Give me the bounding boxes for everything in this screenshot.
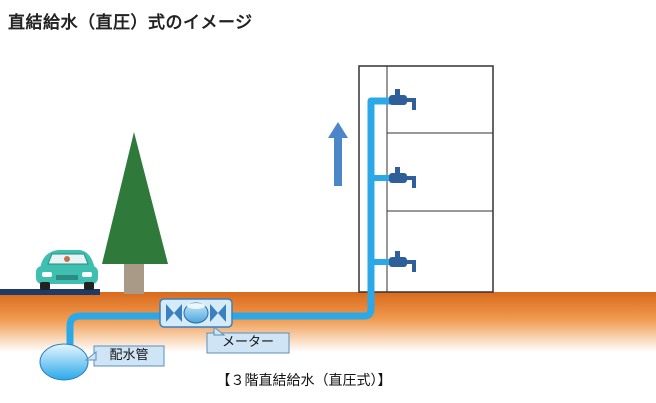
ground <box>0 292 656 352</box>
water-meter-icon <box>159 298 233 328</box>
tree-icon <box>102 132 168 294</box>
car-icon <box>36 250 98 290</box>
diagram-title: 直結給水（直圧）式のイメージ <box>8 13 253 33</box>
road <box>0 289 100 295</box>
up-arrow-icon <box>328 122 348 186</box>
water-pipe <box>66 97 391 348</box>
meter-label: メーター <box>221 335 274 350</box>
faucet-icon <box>389 167 416 188</box>
faucet-icon <box>389 89 416 110</box>
faucet-icon <box>389 251 416 272</box>
diagram-caption: 【３階直結給水（直圧式）】 <box>216 373 392 389</box>
water-main-callout <box>84 345 165 367</box>
water-main-icon <box>39 343 89 381</box>
water-main-label: 配水管 <box>109 348 149 363</box>
meter-callout <box>206 325 290 354</box>
